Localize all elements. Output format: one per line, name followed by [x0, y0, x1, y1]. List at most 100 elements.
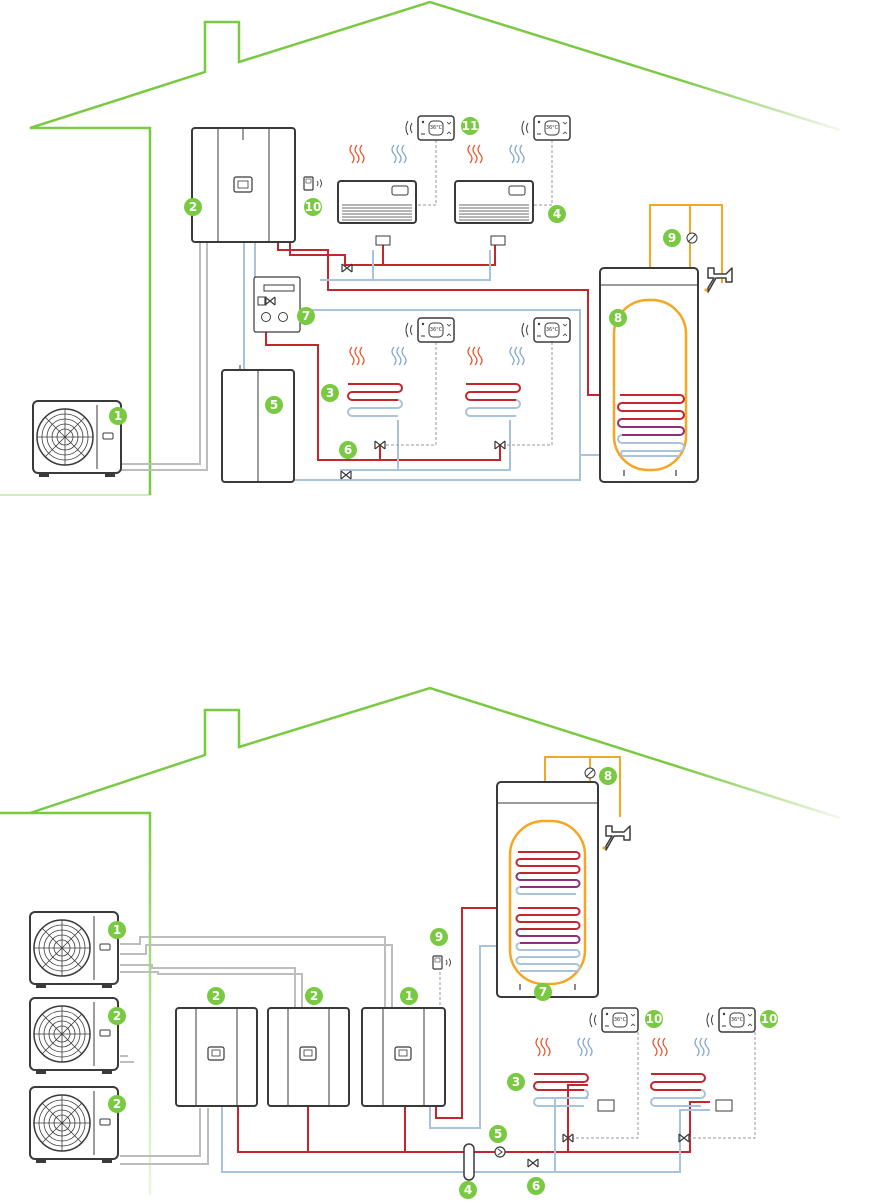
house-outline-top: [0, 0, 841, 496]
svg-text:11: 11: [462, 119, 479, 133]
room-sensor-bottom-2: [715, 1099, 733, 1112]
outdoor-unit-top: [32, 400, 122, 478]
badge-4-top: 4: [548, 205, 566, 223]
hydraulic-separator-bottom: [463, 1143, 475, 1181]
svg-text:2: 2: [212, 989, 220, 1003]
floor-heating-top-2: [465, 383, 521, 417]
fan-coil-top-1: [337, 180, 417, 224]
badge-9-bottom: 9: [430, 928, 448, 946]
svg-text:36°C: 36°C: [731, 1017, 744, 1023]
svg-text:36°C: 36°C: [614, 1017, 627, 1023]
tap-top: [703, 267, 733, 293]
svg-text:2: 2: [113, 1097, 121, 1111]
fan-coil-top-2: [454, 180, 534, 224]
outdoor-unit-bottom-3: [29, 1086, 119, 1164]
badges-bottom: 1 2 2 1 2 2 3 4 5 6 7 8 9 10 10: [108, 767, 778, 1199]
fan-coil-valve-top-2: [490, 235, 506, 246]
badge-1-bottom-indoor: 1: [400, 987, 418, 1005]
heat-waves-top-4: [467, 346, 525, 366]
svg-text:9: 9: [668, 231, 676, 245]
svg-text:1: 1: [113, 923, 121, 937]
svg-text:6: 6: [344, 443, 352, 457]
buffer-tank-top: [221, 369, 295, 483]
fan-coil-valve-top-1: [375, 235, 391, 246]
badge-9-top: 9: [663, 229, 681, 247]
badge-7-top: 7: [297, 307, 315, 325]
badge-2-bottom-outdoor-2: 2: [108, 1007, 126, 1025]
badge-10-bottom-1: 10: [645, 1010, 663, 1028]
heat-waves-bottom-2: [652, 1037, 710, 1057]
thermostat-top-1: 36°C: [405, 115, 455, 141]
pipes-top: [120, 140, 723, 481]
badge-6-bottom: 6: [527, 1177, 545, 1195]
dhw-tank-bottom: [496, 767, 599, 998]
badge-2-top: 2: [184, 198, 202, 216]
svg-text:8: 8: [604, 769, 612, 783]
dhw-tank-top: [599, 232, 699, 483]
remote-controller-top: [303, 176, 323, 191]
pump-bottom: [494, 1146, 506, 1158]
outdoor-unit-bottom-2: [29, 997, 119, 1075]
indoor-unit-top: [191, 127, 296, 243]
svg-text:7: 7: [302, 309, 310, 323]
hydraulic-module-top: [253, 276, 301, 333]
thermostat-bottom-1: 36°C: [589, 1007, 639, 1033]
badge-4-bottom: 4: [459, 1181, 477, 1199]
floor-heating-top-1: [347, 383, 403, 417]
indoor-unit-bottom-2: [267, 1007, 350, 1107]
thermostat-top-2: 36°C: [521, 115, 571, 141]
svg-text:3: 3: [512, 1075, 520, 1089]
svg-text:2: 2: [310, 989, 318, 1003]
diagram-bottom: 36°C 36°C 1 2 2 1 2 2 3 4: [0, 686, 841, 1199]
svg-text:3: 3: [326, 386, 334, 400]
svg-text:10: 10: [646, 1012, 663, 1026]
badge-2-bottom-indoor-2: 2: [305, 987, 323, 1005]
svg-text:4: 4: [464, 1183, 472, 1197]
room-sensor-bottom-1: [597, 1099, 615, 1112]
svg-text:36°C: 36°C: [546, 327, 559, 333]
svg-text:5: 5: [270, 398, 278, 412]
badge-1-bottom-outdoor: 1: [108, 921, 126, 939]
badge-7-bottom: 7: [534, 983, 552, 1001]
svg-text:4: 4: [553, 207, 561, 221]
heat-waves-top-1: [349, 144, 407, 164]
badge-2-bottom-indoor-1: 2: [207, 987, 225, 1005]
thermostat-top-4: 36°C: [521, 317, 571, 343]
outdoor-unit-bottom-1: [29, 911, 119, 989]
svg-text:8: 8: [614, 311, 622, 325]
indoor-unit-bottom-1: [175, 1007, 258, 1107]
heat-waves-top-2: [467, 144, 525, 164]
svg-text:36°C: 36°C: [430, 327, 443, 333]
svg-text:6: 6: [532, 1179, 540, 1193]
diagram-top: 36°C 36°C 36°C 36°C: [0, 0, 841, 496]
indoor-unit-bottom-3: [361, 1007, 446, 1107]
svg-text:36°C: 36°C: [546, 125, 559, 131]
svg-text:1: 1: [405, 989, 413, 1003]
badge-2-bottom-outdoor-3: 2: [108, 1095, 126, 1113]
badge-11-top: 11: [461, 117, 479, 135]
svg-text:10: 10: [305, 200, 322, 214]
svg-text:5: 5: [494, 1127, 502, 1141]
badges-top: 1 2 3 4 5 6 7 8 9 10 11: [109, 117, 681, 459]
heat-waves-top-3: [349, 346, 407, 366]
svg-text:9: 9: [435, 930, 443, 944]
badge-6-top: 6: [339, 441, 357, 459]
thermostat-top-3: 36°C: [405, 317, 455, 343]
valve-top-floor: [340, 470, 352, 480]
badge-3-bottom: 3: [507, 1073, 525, 1091]
tap-bottom: [601, 825, 631, 851]
badge-5-bottom: 5: [489, 1125, 507, 1143]
svg-text:1: 1: [114, 409, 122, 423]
badge-3-top: 3: [321, 384, 339, 402]
badge-10-bottom-2: 10: [760, 1010, 778, 1028]
badge-8-bottom: 8: [599, 767, 617, 785]
badge-10-top: 10: [304, 198, 322, 216]
svg-text:2: 2: [189, 200, 197, 214]
badge-5-top: 5: [265, 396, 283, 414]
remote-controller-bottom: [432, 955, 452, 970]
badge-1-top: 1: [109, 407, 127, 425]
svg-text:7: 7: [539, 985, 547, 999]
thermostat-bottom-2: 36°C: [706, 1007, 756, 1033]
